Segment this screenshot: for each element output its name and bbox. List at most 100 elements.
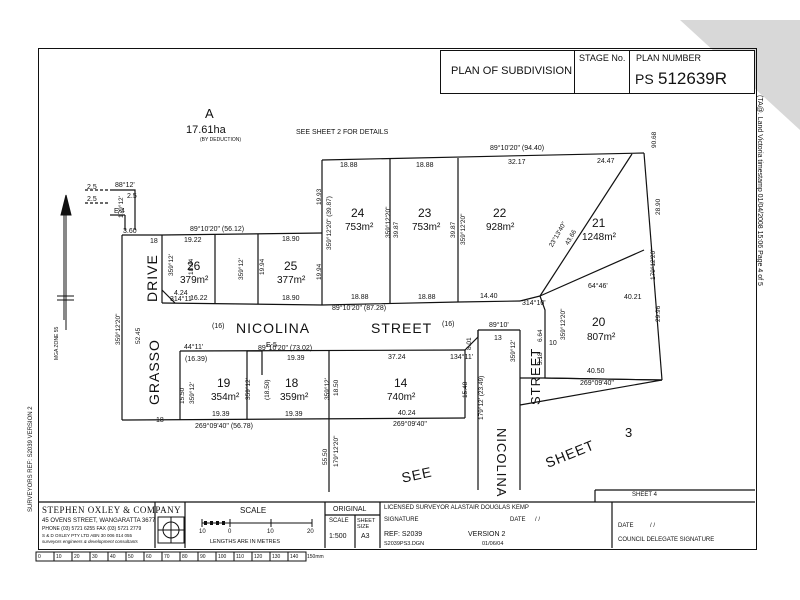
grasso-label: GRASSO — [146, 339, 162, 405]
dim-bearing-359-12c: 359°12' — [189, 382, 196, 404]
lot-a-note: (BY DEDUCTION) — [200, 137, 242, 143]
lot-24-number: 24 — [351, 206, 365, 220]
dim-19-39b: 19.39 — [212, 411, 230, 418]
dim-6-64: 6.64 — [537, 329, 544, 342]
dim-18-90a: 18.90 — [282, 236, 300, 243]
dim-bearing-179-1220b: 179°12'20" — [333, 435, 340, 467]
dim-16b: (16) — [442, 321, 455, 328]
dim-10: 10 — [549, 340, 557, 347]
dim-40-21: 40.21 — [624, 294, 642, 301]
dim-bearing-314-11: 314°11' — [170, 296, 194, 303]
lot-25-number: 25 — [284, 259, 298, 273]
lot-23-area: 753m² — [412, 222, 441, 233]
scale-tick-10b: 10 — [267, 529, 274, 535]
ruler-70: 70 — [164, 554, 170, 560]
ruler-110: 110 — [236, 554, 244, 560]
ruler-140: 140 — [290, 554, 299, 560]
dim-52-45: 52.45 — [135, 327, 142, 344]
dim-19-94a: 19.94 — [316, 263, 323, 280]
company-abn: S & D OXLEY PTY LTD ABN 30 006 014 055 — [42, 533, 133, 538]
company-logo-icon — [157, 516, 185, 544]
lot-18-area: 359m² — [280, 392, 309, 403]
plan-title: PLAN OF SUBDIVISION — [451, 65, 573, 77]
dim-16a: (16) — [212, 323, 225, 330]
ruler-0: 0 — [38, 554, 41, 560]
ruler-80: 80 — [182, 554, 188, 560]
lot-22-area: 928m² — [486, 222, 515, 233]
dim-bearing-359-1220b: 359°12'20" — [460, 213, 467, 245]
ruler-20: 20 — [74, 554, 80, 560]
dim-bearing-269-a: 269°09'40" — [580, 380, 614, 387]
ruler-150mm: 150mm — [307, 554, 324, 560]
dim-18-90b: 18.90 — [282, 295, 300, 302]
lot-26-number: 26 — [187, 259, 201, 273]
dim-39-87b: 39.87 — [450, 221, 457, 238]
dim-13: 13 — [494, 335, 502, 342]
lot-25-area: 377m² — [277, 275, 306, 286]
dim-18b: 18 — [156, 417, 164, 424]
dim-15-48: 15.48 — [462, 381, 469, 398]
lot-22-number: 22 — [493, 206, 507, 220]
company-name: STEPHEN OXLEY & COMPANY — [42, 505, 182, 515]
dim-2-5c: 2.5 — [127, 193, 137, 200]
scale-title: SCALE — [240, 506, 267, 515]
dim-bearing-73-02: 89°10'20" (73.02) — [258, 345, 313, 352]
drive-label: DRIVE — [144, 254, 160, 302]
lot-19-area: 354m² — [211, 392, 240, 403]
ref-label: REF: S2039 — [384, 531, 423, 538]
dim-18-88c: 18.88 — [351, 294, 369, 301]
dim-40-50: 40.50 — [587, 368, 605, 375]
dim-bearing-23-49: 179°12' (23.49) — [478, 375, 485, 420]
dim-bearing-359-12a: 359°12' — [168, 254, 175, 276]
date2-label: DATE — [618, 523, 634, 529]
ruler-120: 120 — [254, 554, 263, 560]
dim-bearing-64-46: 64°46' — [588, 283, 608, 290]
lot-20-area: 807m² — [587, 332, 616, 343]
street-label: STREET — [371, 320, 433, 336]
sheet-border — [38, 48, 757, 550]
dim-bearing-94-40: 89°10'20" (94.40) — [490, 145, 545, 152]
ruler-100: 100 — [218, 554, 227, 560]
dim-90-68: 90.68 — [651, 131, 658, 148]
dim-2-5b: 2.5 — [87, 196, 97, 203]
scale-word: SCALE — [329, 518, 349, 524]
plan-number-label: PLAN NUMBER — [636, 53, 702, 63]
stage-box: STAGE No. — [574, 50, 631, 94]
easement-e4: E-4 — [114, 208, 125, 215]
grid-zone-label: MGA ZONE 55 — [54, 326, 60, 360]
dim-19-93: 19.93 — [316, 188, 323, 205]
dim-bearing-89-10: 89°10' — [489, 322, 509, 329]
company-address: 45 OVENS STREET, WANGARATTA 3677 — [42, 518, 156, 524]
nicolina-street-label: NICOLINA — [236, 320, 311, 336]
scale-bar — [201, 519, 313, 527]
dim-14-40: 14.40 — [480, 293, 498, 300]
dim-2-5a: 2.5 — [87, 184, 97, 191]
date-label: DATE — [510, 517, 526, 523]
lot-21-area: 1248m² — [582, 232, 616, 243]
date2-value: / / — [650, 523, 656, 529]
dim-bearing-179-1220: 179°12'20" — [650, 248, 657, 280]
dim-bearing-359-1220d: 359°12'20" — [560, 308, 567, 340]
council-signature: COUNCIL DELEGATE SIGNATURE — [618, 537, 715, 543]
dim-bearing-359-12e: 359°12' — [324, 378, 331, 400]
dim-3-60: 3.60 — [123, 228, 137, 235]
ruler-130: 130 — [272, 554, 281, 560]
dim-28-90: 28.90 — [655, 198, 662, 215]
dim-4-24: 4.24 — [174, 290, 188, 297]
easement-e5: E-5 — [266, 342, 277, 349]
dim-bearing-88-12: 88°12' — [115, 182, 135, 189]
ruler-40: 40 — [110, 554, 116, 560]
ruler-50: 50 — [128, 554, 134, 560]
dim-18-50a: (18.50) — [264, 379, 271, 400]
north-arrow-icon — [57, 194, 74, 330]
timestamp-text: (TA@. Land Victoria timestamp 01/04/2008… — [756, 95, 763, 286]
dim-bearing-134-11: 134°11' — [450, 354, 474, 361]
dim-bearing-56-12: 89°10'20" (56.12) — [190, 226, 245, 233]
plan-number-box: PLAN NUMBER PS 512639R — [629, 50, 755, 94]
ruler-10: 10 — [56, 554, 62, 560]
scale-tick-0: 0 — [228, 529, 232, 535]
dim-bearing-359-1220a: 359°12'20" — [385, 206, 392, 238]
company-phone: PHONE (03) 5721 6255 FAX (03) 5721 2779 — [42, 526, 142, 532]
plan-prefix: PS — [635, 71, 654, 87]
lot-20-number: 20 — [592, 315, 606, 329]
